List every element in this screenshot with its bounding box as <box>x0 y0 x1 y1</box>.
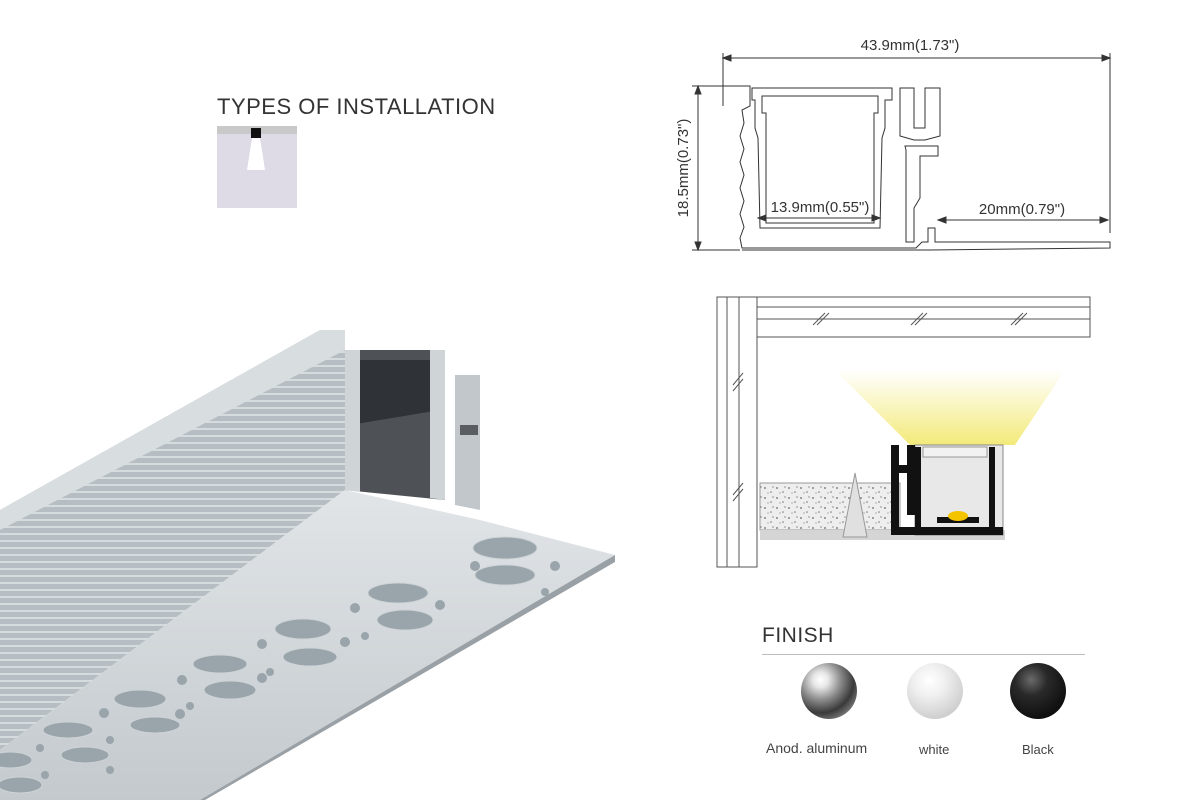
finish-swatch-white <box>907 663 963 719</box>
profile-dimension-drawing: 43.9mm(1.73") 18.5mm(0.73") 13.9mm(0.55"… <box>675 37 1112 252</box>
height-label: 18.5mm(0.73") <box>675 119 692 218</box>
finish-label-black: Black <box>1022 742 1054 757</box>
overall-width-label: 43.9mm(1.73") <box>861 37 960 54</box>
finish-label-anodized: Anod. aluminum <box>766 740 868 756</box>
finish-divider <box>762 654 1085 655</box>
finish-label-white: white <box>919 742 950 757</box>
flange-width-label: 20mm(0.79") <box>979 201 1065 218</box>
recessed-install-icon <box>217 126 297 208</box>
inner-width-label: 13.9mm(0.55") <box>771 199 870 216</box>
finish-swatch-black <box>1010 663 1066 719</box>
installation-diagram <box>716 296 1091 568</box>
aluminum-profile-render <box>0 330 615 800</box>
finish-title: FINISH <box>762 624 834 647</box>
installation-title: TYPES OF INSTALLATION <box>217 94 496 119</box>
finish-swatch-anodized <box>801 663 857 719</box>
